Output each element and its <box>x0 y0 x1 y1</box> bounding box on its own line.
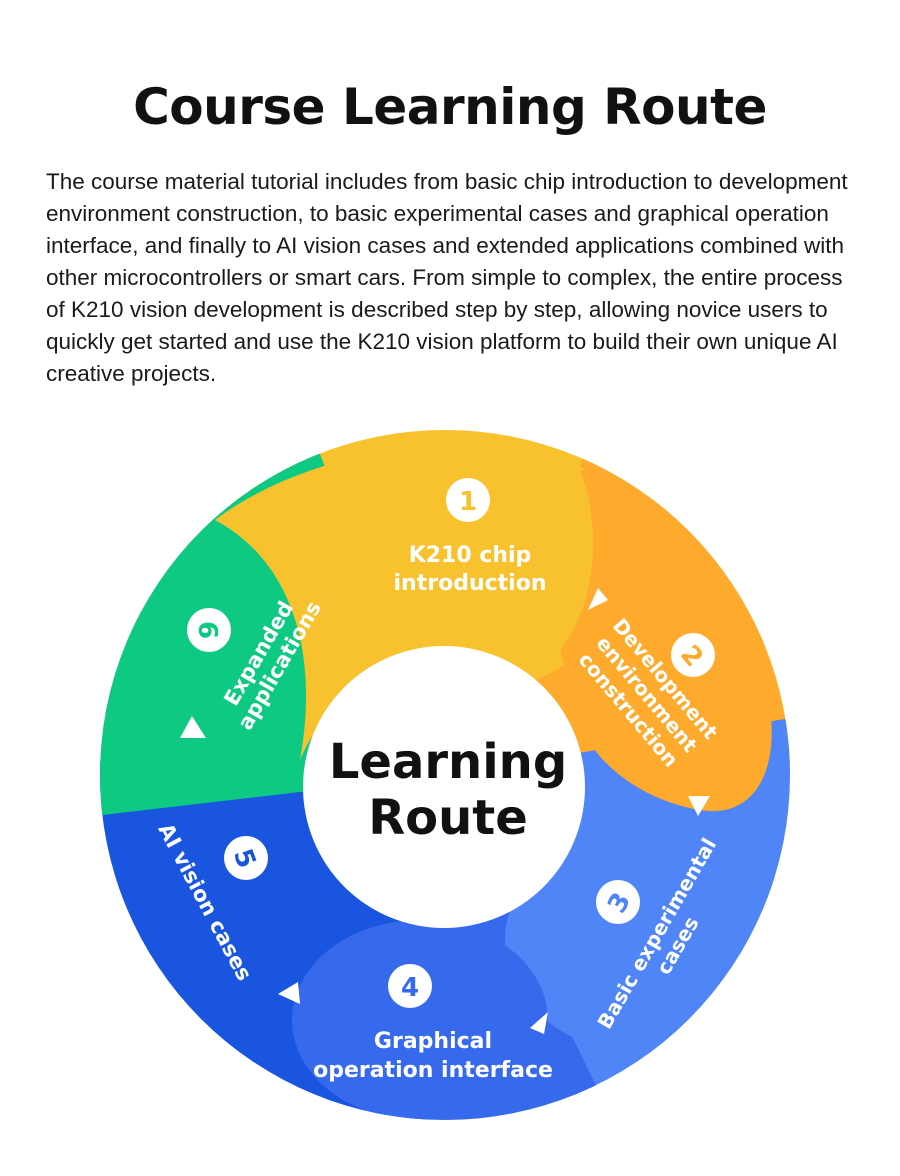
step-6-number: 6 <box>192 621 222 639</box>
step-1-number-badge <box>446 478 490 522</box>
flow-arrows <box>180 588 710 1034</box>
step-4: 4 Graphical operation interface <box>313 964 553 1083</box>
page-title: Course Learning Route <box>133 78 767 136</box>
step-4-number: 4 <box>401 973 419 1003</box>
arrow-3-to-4-icon <box>530 1012 548 1034</box>
center-title-line1: Learning <box>329 734 567 790</box>
step-4-label-line2: operation interface <box>313 1058 553 1083</box>
step-1-number: 1 <box>459 487 477 517</box>
segment-4-petal <box>292 920 548 1120</box>
step-6-number-badge <box>187 608 231 652</box>
arrow-1-to-2-icon <box>588 588 608 610</box>
step-4-number-badge <box>388 964 432 1008</box>
arrow-2-to-3-icon <box>688 796 710 816</box>
segment-2-petal <box>560 470 772 812</box>
center-title-line2: Route <box>368 790 528 846</box>
step-5-number-badge <box>224 836 268 880</box>
step-3-number-badge <box>596 880 640 924</box>
center-circle <box>303 646 585 928</box>
step-2-number-badge <box>671 633 715 677</box>
description-paragraph: The course material tutorial includes fr… <box>46 169 848 386</box>
arrow-4-to-5-icon <box>278 982 300 1004</box>
step-1-label-line1: K210 chip <box>409 543 532 568</box>
step-4-label-line1: Graphical <box>374 1029 492 1054</box>
step-1-label-line2: introduction <box>394 571 547 596</box>
arrow-5-to-6-icon <box>180 716 206 738</box>
step-1: 1 K210 chip introduction <box>394 478 547 596</box>
